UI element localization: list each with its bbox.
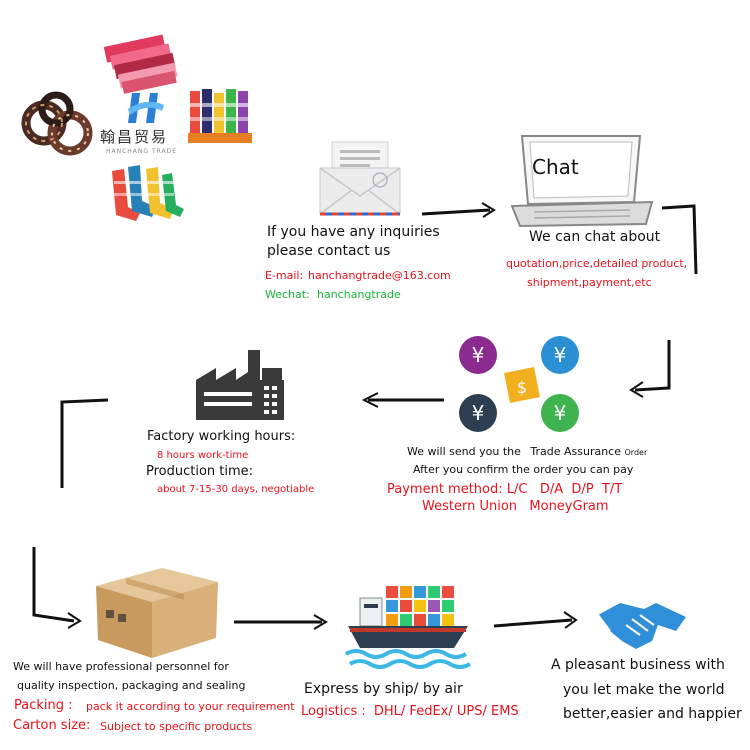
factory-hours-label: Factory working hours: <box>147 429 296 444</box>
carton-label: Carton size: <box>13 718 91 733</box>
payment-methods-line2: Western Union MoneyGram <box>422 499 609 514</box>
carton-value: Subject to specific products <box>100 720 253 733</box>
envelope-icon <box>319 141 401 216</box>
payment-line1: We will send you the Trade Assurance Ord… <box>407 445 648 459</box>
wechat-label: Wechat: <box>265 288 310 301</box>
brand-logo: 翰昌贸易 HANCHANG TRADE <box>100 89 192 159</box>
arrow-chat-down <box>661 204 698 275</box>
payment-method-label: Payment method: <box>387 482 503 497</box>
packing-line2: quality inspection, packaging and sealin… <box>17 679 246 692</box>
chat-topics-line2: shipment,payment,etc <box>527 276 652 289</box>
socks-image <box>188 89 252 143</box>
brand-name-en: HANCHANG TRADE <box>106 148 178 155</box>
production-time-label: Production time: <box>146 464 254 479</box>
factory-icon <box>196 350 284 420</box>
arrow-factory-down <box>60 398 109 488</box>
logistics-label: Logistics : <box>301 704 366 719</box>
chat-screen-text: Chat <box>532 155 579 179</box>
arrow-inquiry-to-chat <box>421 202 496 218</box>
production-time-value: about 7-15-30 days, negotiable <box>157 484 315 495</box>
payment-line1-suffix: Order <box>624 448 648 457</box>
business-line2: you let make the world <box>563 682 725 698</box>
payment-line2: After you confirm the order you can pay <box>413 463 634 476</box>
arrow-packing-to-shipping <box>234 614 328 630</box>
socks-pile-image <box>112 165 184 221</box>
logistics-line: Logistics : DHL/ FedEx/ UPS/ EMS <box>301 704 519 720</box>
inquiry-line1: If you have any inquiries <box>267 224 440 240</box>
packing-label: Packing : <box>14 698 73 713</box>
packing-value: pack it according to your requirement <box>86 700 295 713</box>
svg-text:¥: ¥ <box>472 343 485 367</box>
payment-line1-prefix: We will send you the <box>407 445 521 458</box>
wechat-value: hanchangtrade <box>317 288 401 301</box>
silk-scarves-image <box>21 91 93 156</box>
logo-mark-icon <box>128 93 164 123</box>
currency-coins-icon: ¥ ¥ ¥ ¥ $ <box>459 336 579 432</box>
payment-line1-highlight: Trade Assurance <box>530 445 621 458</box>
factory-hours-value: 8 hours work-time <box>157 450 249 461</box>
scarves-image <box>103 34 178 94</box>
cardboard-box-icon <box>96 568 218 658</box>
svg-text:¥: ¥ <box>554 343 567 367</box>
cargo-ship-icon <box>344 586 472 669</box>
handshake-icon <box>597 603 686 649</box>
chat-heading: We can chat about <box>529 229 661 245</box>
business-line3: better,easier and happier <box>563 706 742 722</box>
arrow-payment-to-factory <box>361 392 444 408</box>
email-label: E-mail: <box>265 269 304 282</box>
logistics-value: DHL/ FedEx/ UPS/ EMS <box>373 704 519 719</box>
arrow-shipping-to-business <box>493 611 578 629</box>
shipping-heading: Express by ship/ by air <box>304 681 463 697</box>
brand-name-cn: 翰昌贸易 <box>100 128 169 146</box>
business-line1: A pleasant business with <box>551 657 725 673</box>
arrow-to-payment <box>629 340 671 398</box>
chat-topics-line1: quotation,price,detailed product, <box>506 257 688 270</box>
product-collage: 翰昌贸易 HANCHANG TRADE <box>20 25 252 235</box>
arrow-to-packing <box>32 547 82 629</box>
svg-text:¥: ¥ <box>472 401 485 425</box>
payment-methods-line1: L/C D/A D/P T/T <box>506 482 623 497</box>
svg-text:$: $ <box>517 378 527 397</box>
payment-method-line1: Payment method: L/C D/A D/P T/T <box>387 482 623 498</box>
svg-text:¥: ¥ <box>554 401 567 425</box>
packing-line1: We will have professional personnel for <box>13 660 229 673</box>
laptop-icon <box>510 135 654 228</box>
email-value: hanchangtrade@163.com <box>308 269 451 282</box>
inquiry-line2: please contact us <box>267 243 391 259</box>
